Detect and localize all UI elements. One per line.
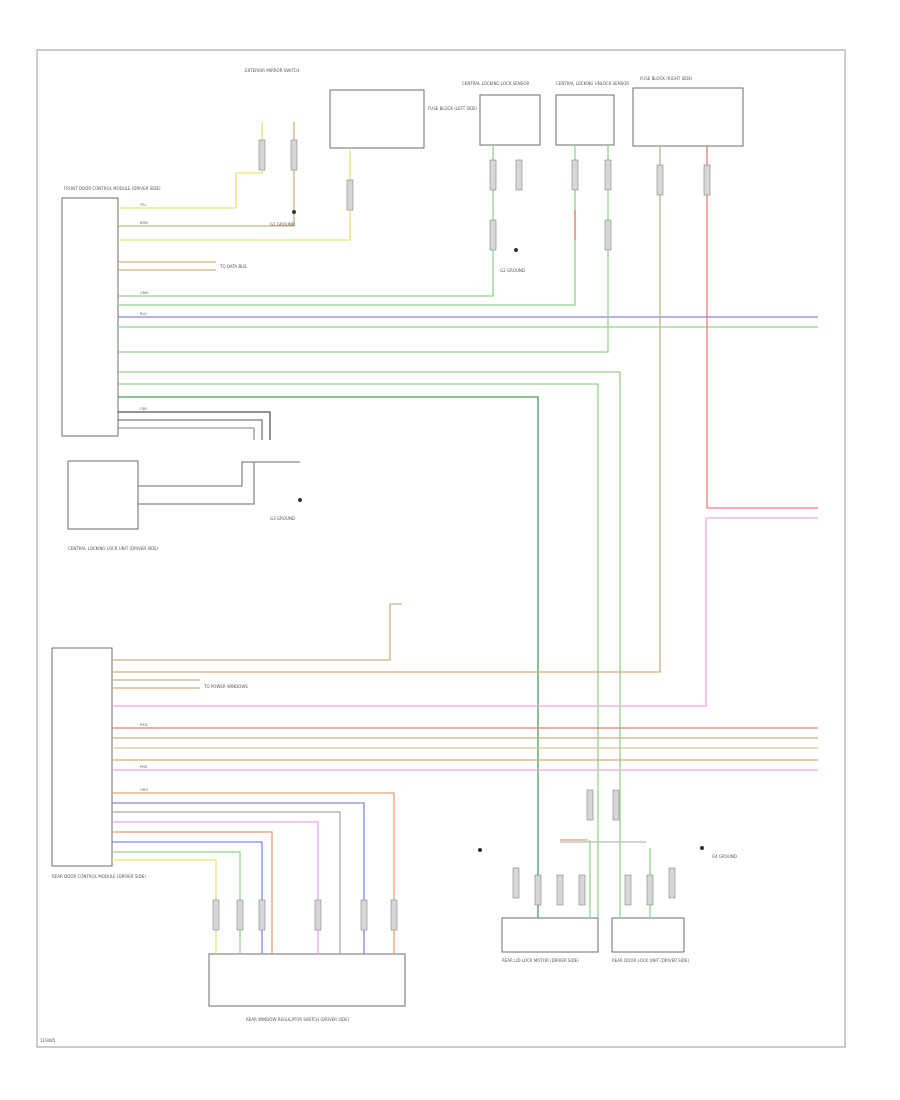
connector [703,164,711,196]
connector [489,159,497,191]
connector [612,789,620,821]
rear-lock-unit-box [611,917,685,953]
wire-label-grey: GRY [140,407,148,411]
connector [346,179,354,211]
connector [571,159,579,191]
rear-lock-unit-label: REAR DOOR LOCK UNIT (DRIVER SIDE) [612,958,689,963]
connector [604,159,612,191]
connector [290,139,298,171]
wire-green-4 [118,146,609,353]
connector [314,899,322,931]
front-module-wires [112,122,818,918]
window-switch-label: REAR WINDOW REGULATOR SWITCH (DRIVER SID… [246,1017,350,1022]
wire-rear-brown-1 [112,603,402,661]
wire-pink-2 [112,518,707,707]
wire-grey-2 [118,419,263,440]
ground-icon [514,248,518,252]
window-switch-box [208,953,406,1007]
ground-label: G3 GROUND [270,516,295,521]
fuse-block-right-box [632,87,744,147]
rear-lock-motor-label: REAR LID LOCK MOTOR (DRIVER SIDE) [502,958,579,963]
to-window-label: TO POWER WINDOWS [203,684,248,689]
wire-grey-1 [118,411,271,440]
ground-icon [700,846,704,850]
connector [512,867,520,899]
wire-rear-grey-1 [112,811,341,954]
mirror-switch-label: EXTERIOR MIRROR SWITCH [245,68,299,73]
lock-sensor-b-box [555,94,615,146]
wire-green-2 [118,146,576,306]
wire-label-green: GRN [140,291,148,295]
wire-rear-orange-2 [112,831,273,954]
connector [624,874,632,906]
wire-brown-long [112,146,661,673]
lock-sensor-b-label: CENTRAL LOCKING UNLOCK SENSOR [556,81,629,86]
wire-rear-orange-1 [112,792,395,954]
wire-label-pink: PNK [140,765,148,769]
connector [646,874,654,906]
connector [258,899,266,931]
ground-icon [298,498,302,502]
connector [656,164,664,196]
front-door-module-box [61,197,119,437]
wire-green-5 [118,371,621,918]
connector [556,874,564,906]
ground-label: G1 GROUND [270,222,295,227]
ground-icon [478,848,482,852]
rear-door-module-box [51,647,113,867]
wire-green-6 [118,383,599,918]
connector [586,789,594,821]
diagram-frame [36,49,846,1048]
diagram-code: 119485 [40,1038,56,1043]
wire-grey-sensor-2 [138,462,255,505]
lock-sensor-a-label: CENTRAL LOCKING LOCK SENSOR [462,81,529,86]
wire-brown-1 [118,122,295,227]
to-bus-label: TO DATA BUS [219,264,247,269]
wire-red-1 [706,146,818,509]
wire-grey-3 [118,427,255,440]
wire-green-1 [118,146,494,297]
connector [390,899,398,931]
connector [212,899,220,931]
ground-label: G4 GROUND [712,854,737,859]
central-lock-sensor-wires [138,461,300,505]
connector [604,219,612,251]
wire-label-brown: BRN [140,221,148,225]
ground-symbols: G1 GROUND G2 GROUND G3 GROUND G4 GROUND [270,210,737,859]
wire-label-orange: ORG [140,788,148,792]
connector [258,139,266,171]
connector [578,874,586,906]
fuse-block-left-label: FUSE BLOCK (LEFT SIDE) [428,106,478,111]
central-locking-sensor-box [67,460,139,530]
connector [668,867,676,899]
central-locking-sensor-label: CENTRAL LOCKING LOCK UNIT (DRIVER SIDE) [68,546,159,551]
rear-module-wires [112,603,818,954]
connectors [212,139,711,931]
ground-icon [292,210,296,214]
connector [236,899,244,931]
wire-yellow-1 [118,122,263,209]
connector [489,219,497,251]
wire-rear-blue-1 [112,802,365,954]
wire-label-red: RED [140,723,148,727]
wire-grey-sensor-1 [138,461,300,487]
wire-green-7 [118,396,539,918]
rear-door-module-label: REAR DOOR CONTROL MODULE (DRIVER SIDE) [52,874,146,879]
ground-label: G2 GROUND [500,268,525,273]
lock-sensor-a-box [479,94,541,146]
fuse-block-left-box [329,89,425,149]
wire-rear-green-1 [112,851,241,954]
connector [534,874,542,906]
connector [515,159,523,191]
rear-lock-motor-box [501,917,599,953]
connector [360,899,368,931]
fuse-block-right-label: FUSE BLOCK (RIGHT SIDE) [640,76,693,81]
wire-label-blue: BLU [140,312,147,316]
wire-label-yellow: YEL [140,203,146,207]
front-door-module-label: FRONT DOOR CONTROL MODULE (DRIVER SIDE) [64,186,161,191]
